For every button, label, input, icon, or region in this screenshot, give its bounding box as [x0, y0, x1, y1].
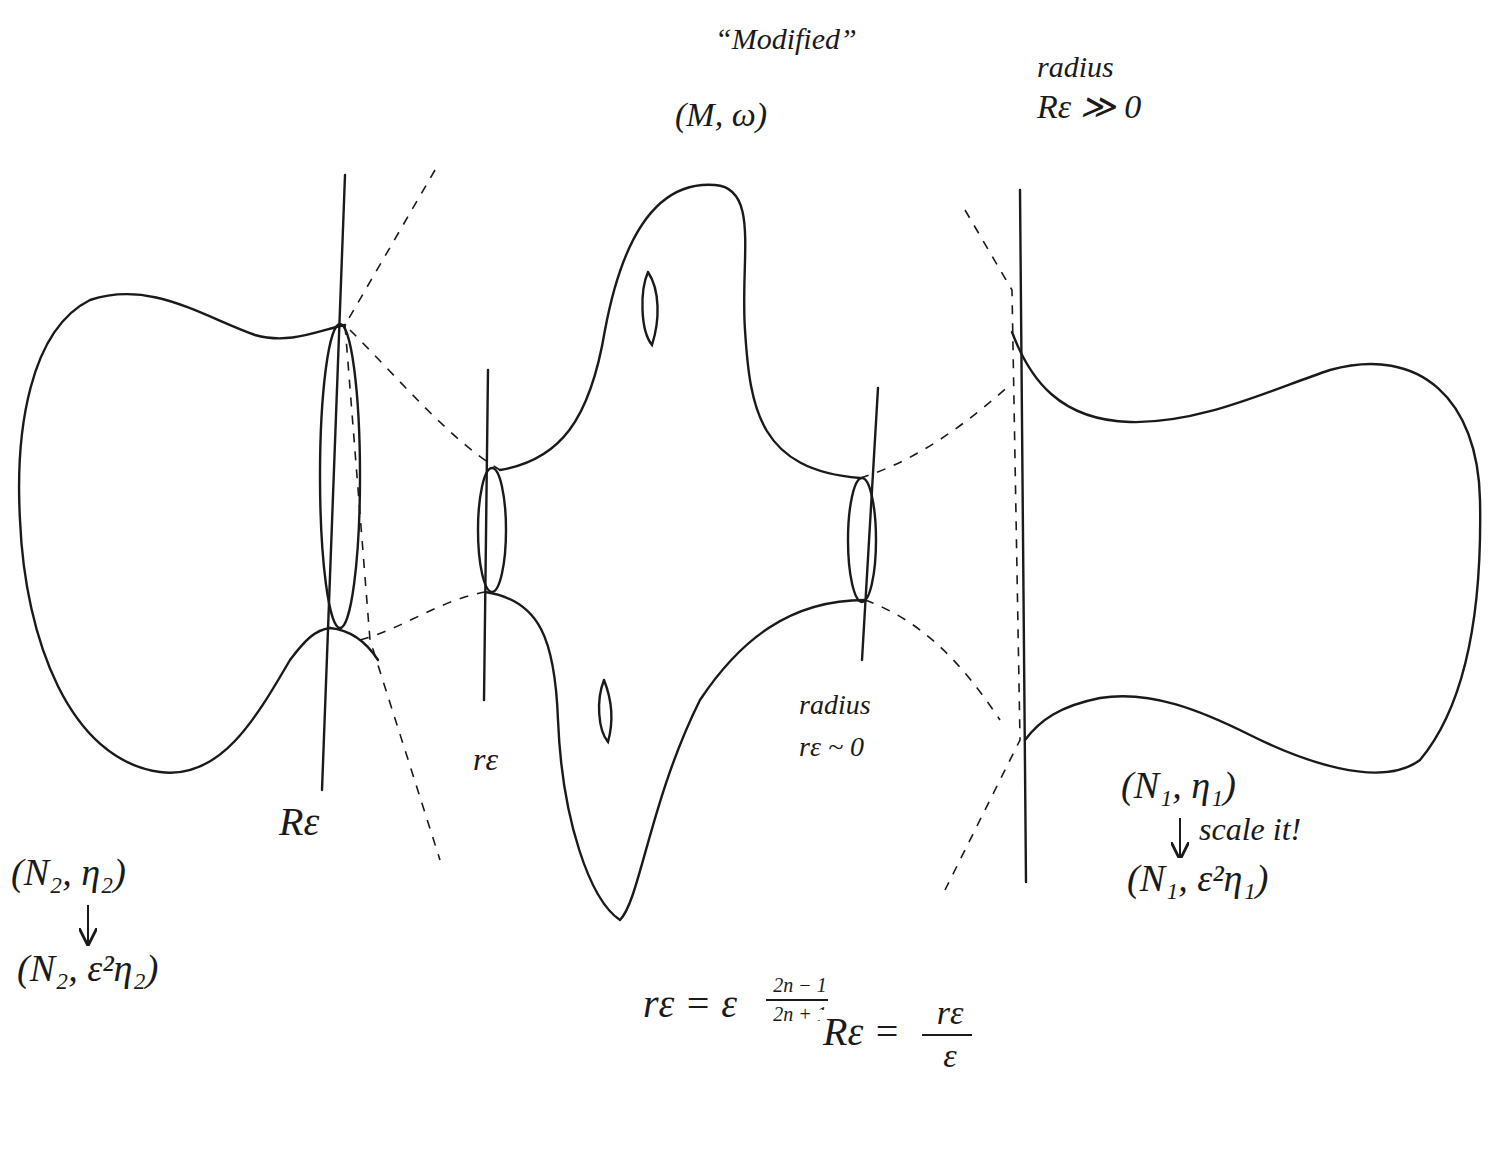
radius-value: rε ~ 0 — [796, 732, 867, 763]
handle — [599, 680, 611, 742]
left-gluing-line — [322, 175, 345, 790]
formula: Rε = — [820, 1010, 903, 1054]
formula-fraction: rε — [917, 994, 983, 1031]
manifold-name: (N₁, ε²η₁) — [1124, 858, 1271, 900]
manifold-name: (N₂, η₂) — [8, 852, 129, 894]
formula: rε = ε — [640, 982, 740, 1026]
right-cone — [945, 210, 1020, 890]
scale-arrow — [87, 905, 89, 944]
right-manifold — [1012, 332, 1480, 773]
annotation: radius — [796, 690, 874, 721]
right-bridge — [865, 600, 1000, 720]
left-manifold — [19, 294, 345, 773]
radius-symbol: rε — [470, 742, 501, 777]
left-cone — [345, 170, 440, 860]
right-bridge — [860, 385, 1010, 478]
scale-arrow — [1179, 818, 1181, 858]
right-gluing-line — [1020, 190, 1026, 882]
fraction-bar — [922, 1034, 972, 1036]
left-neck-edge — [330, 628, 378, 660]
manifold-name: (N₂, ε²η₂) — [14, 948, 161, 990]
left-neck-line — [484, 370, 488, 700]
handle — [642, 272, 657, 345]
formula-fraction: ε — [917, 1037, 983, 1074]
fraction-bar — [766, 999, 828, 1001]
radius-value: Rε ≫ 0 — [1034, 88, 1144, 125]
manifold-name: (M, ω) — [672, 96, 770, 133]
annotation: “Modified” — [712, 22, 860, 55]
radius-symbol: Rε — [276, 800, 322, 844]
formula-exponent: 2n − 1 — [762, 974, 838, 996]
manifold-name: (N₁, η₁) — [1118, 765, 1239, 807]
annotation: radius — [1034, 50, 1117, 83]
left-gluing-sphere — [320, 324, 360, 628]
left-neck-sphere — [478, 468, 506, 592]
right-neck-line — [862, 388, 878, 660]
left-bridge — [360, 592, 485, 640]
central-manifold — [500, 185, 860, 478]
left-bridge — [350, 330, 500, 470]
annotation: scale it! — [1196, 812, 1304, 847]
